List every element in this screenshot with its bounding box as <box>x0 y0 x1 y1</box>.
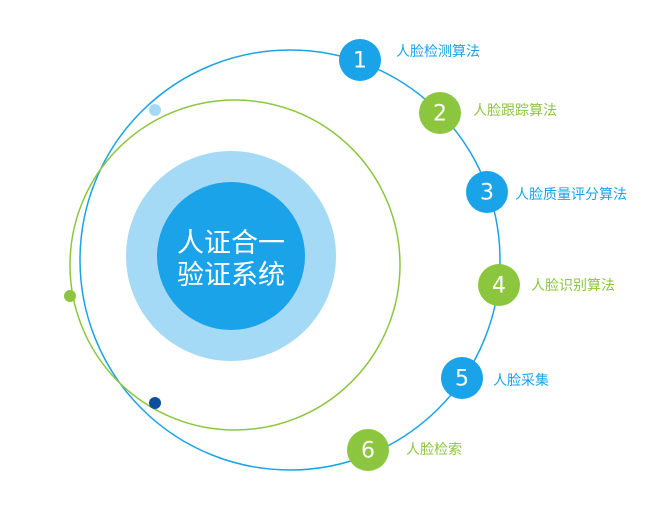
step-circle-1 <box>339 39 381 81</box>
center-core <box>157 182 305 330</box>
step-label-1: 人脸检测算法 <box>396 44 480 60</box>
step-node-4: 4 人脸识别算法 <box>478 264 615 306</box>
step-label-6: 人脸检索 <box>406 441 462 458</box>
step-label-3: 人脸质量评分算法 <box>515 187 627 203</box>
step-number-2: 2 <box>433 102 447 127</box>
step-node-2: 2 人脸跟踪算法 <box>419 92 557 134</box>
step-number-4: 4 <box>492 274 506 299</box>
step-number-6: 6 <box>361 439 375 464</box>
step-number-5: 5 <box>455 367 469 392</box>
step-number-3: 3 <box>480 181 494 206</box>
center-title-line1: 人证合一 <box>177 228 285 259</box>
outer-blue-orbit <box>79 49 501 471</box>
step-label-5: 人脸采集 <box>493 372 549 389</box>
step-circle-5 <box>441 357 483 399</box>
step-circle-6 <box>347 429 389 471</box>
orbit-dot-dark <box>149 397 161 409</box>
step-label-2: 人脸跟踪算法 <box>473 103 557 119</box>
green-orbit <box>69 99 401 431</box>
step-node-3: 3 人脸质量评分算法 <box>466 171 627 213</box>
center-title-line2: 验证系统 <box>177 260 285 291</box>
step-circle-3 <box>466 171 508 213</box>
orbit-dot-light <box>149 104 161 116</box>
orbit-dot-green <box>64 290 76 302</box>
step-node-5: 5 人脸采集 <box>441 357 549 399</box>
step-number-1: 1 <box>353 49 367 74</box>
step-circle-2 <box>419 92 461 134</box>
step-circle-4 <box>478 264 520 306</box>
step-node-1: 1 人脸检测算法 <box>339 39 480 81</box>
step-node-6: 6 人脸检索 <box>347 429 462 471</box>
step-label-4: 人脸识别算法 <box>531 278 615 294</box>
